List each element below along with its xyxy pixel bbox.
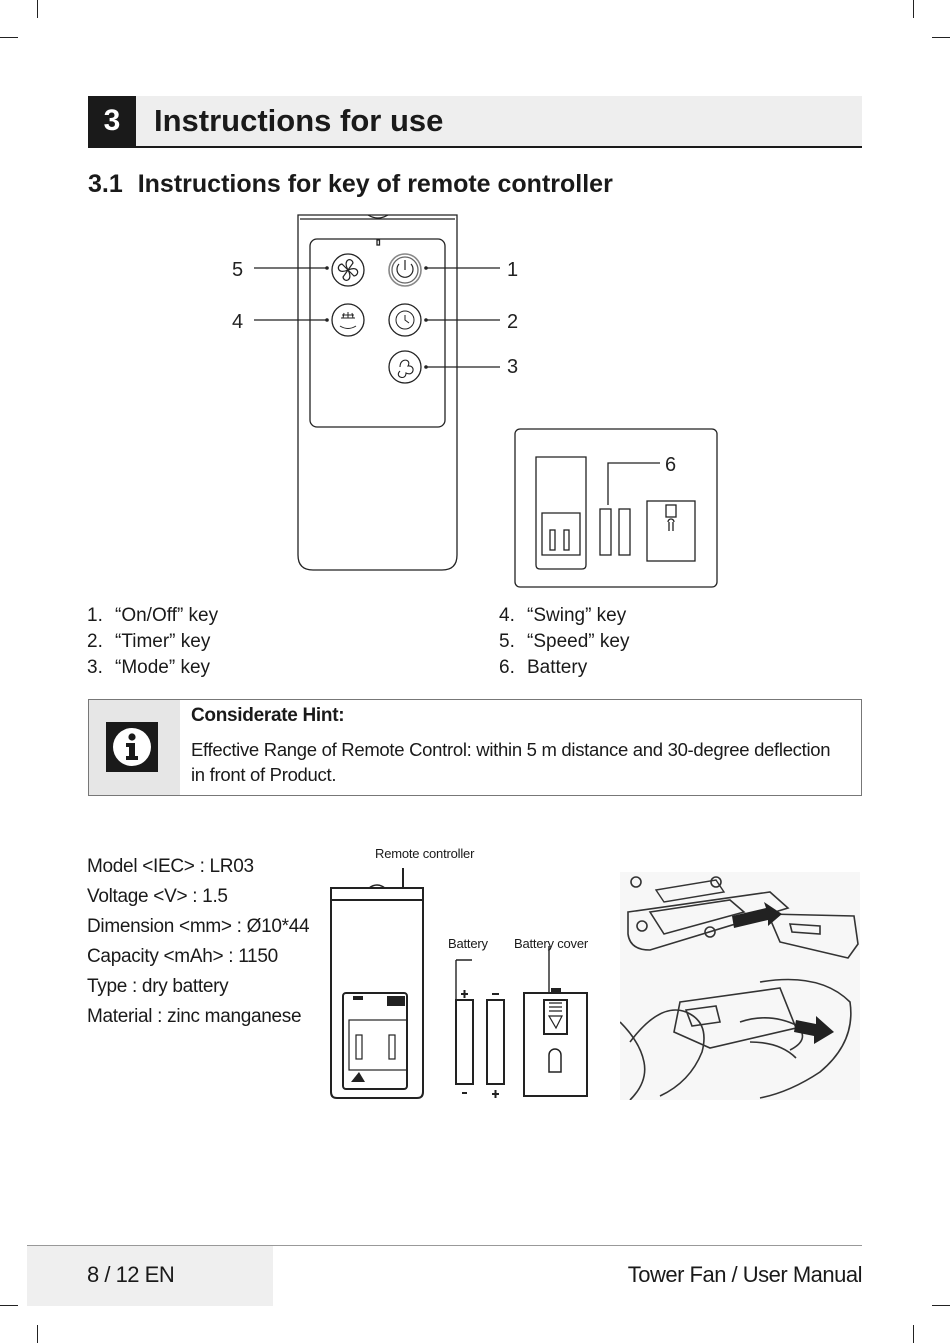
battery-installation-diagram <box>330 868 588 1099</box>
document-title: Tower Fan / User Manual <box>627 1262 863 1287</box>
spec-line: Type : dry battery <box>87 976 229 997</box>
callout-6: 6 <box>665 454 676 476</box>
section-header: 3 Instructions for use <box>88 96 862 148</box>
section-number: 3 <box>88 96 136 146</box>
spec-line: Model <IEC> : LR03 <box>87 856 254 877</box>
battery-specs: Model <IEC> : LR03 Voltage <V> : 1.5 Dim… <box>87 852 310 1032</box>
battery-label: Battery <box>448 936 488 951</box>
callout-2: 2 <box>507 311 518 333</box>
key-legend-left: 1.“On/Off” key 2.“Timer” key 3.“Mode” ke… <box>87 603 218 681</box>
key-legend-right: 4.“Swing” key 5.“Speed” key 6.Battery <box>499 603 629 681</box>
legend-item: 4.“Swing” key <box>499 605 627 626</box>
callout-1: 1 <box>507 259 518 281</box>
hint-text: Effective Range of Remote Control: withi… <box>191 739 831 785</box>
crop-mark <box>913 1325 914 1343</box>
crop-mark <box>0 1305 18 1306</box>
callout-5: 5 <box>232 259 243 281</box>
hint-box: Considerate Hint: Effective Range of Rem… <box>88 699 862 796</box>
spec-line: Material : zinc manganese <box>87 1006 302 1027</box>
section-title: Instructions for use <box>154 103 444 138</box>
crop-mark <box>37 1325 38 1343</box>
battery-cover-label: Battery cover <box>514 936 588 951</box>
legend-item: 5.“Speed” key <box>499 631 630 652</box>
callout-4: 4 <box>232 311 243 333</box>
legend-item: 2.“Timer” key <box>87 631 211 652</box>
subsection-title-text: Instructions for key of remote controlle… <box>137 170 613 198</box>
hint-title: Considerate Hint: <box>191 705 345 726</box>
footer-rule <box>27 1245 862 1246</box>
spec-line: Capacity <mAh> : 1150 <box>87 946 278 967</box>
crop-mark <box>932 1305 950 1306</box>
spec-line: Dimension <mm> : Ø10*44 <box>87 916 310 937</box>
footer-page-panel <box>27 1246 273 1306</box>
crop-mark <box>913 0 914 18</box>
remote-controller-label: Remote controller <box>375 846 475 861</box>
crop-mark <box>932 37 950 38</box>
subsection-number: 3.1 <box>88 170 123 198</box>
battery-replacement-illustration <box>620 872 860 1100</box>
spec-line: Voltage <V> : 1.5 <box>87 886 228 907</box>
page-number: 8 / 12 EN <box>87 1262 175 1287</box>
hint-icon-panel <box>89 700 180 795</box>
subsection-title: 3.1 Instructions for key of remote contr… <box>88 170 613 199</box>
legend-item: 1.“On/Off” key <box>87 605 219 626</box>
crop-mark <box>37 0 38 18</box>
remote-controller-diagram: 5 4 1 2 3 6 <box>232 214 718 588</box>
crop-mark <box>0 37 18 38</box>
info-icon <box>106 722 158 772</box>
legend-item: 6.Battery <box>499 657 588 678</box>
legend-item: 3.“Mode” key <box>87 657 211 678</box>
callout-3: 3 <box>507 356 518 378</box>
